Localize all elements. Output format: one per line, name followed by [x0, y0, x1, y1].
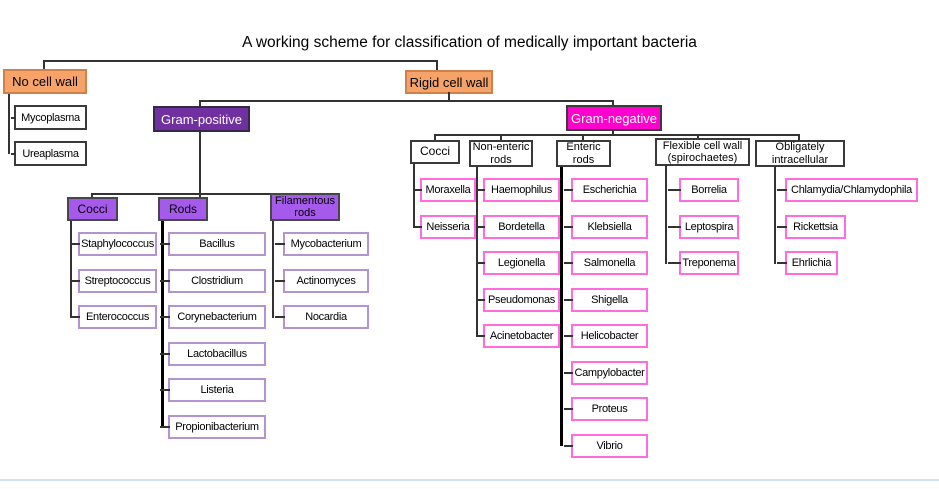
node-gn-cocci: Cocci [410, 140, 460, 164]
no-cell-wall-leaf-column: Mycoplasma Ureaplasma [11, 105, 87, 166]
node-moraxella: Moraxella [414, 178, 476, 202]
node-treponema: Treponema [668, 251, 739, 275]
node-haemophilus: Haemophilus [477, 178, 560, 202]
connector-gn-obligate-trunk [774, 167, 776, 264]
node-no-cell-wall: No cell wall [3, 69, 87, 94]
connector-top-left-drop [43, 60, 45, 70]
gp-filamentous-leaf-column: Mycobacterium Actinomyces Nocardia [275, 232, 369, 329]
node-gp-rods: Rods [158, 197, 208, 221]
node-gp-cocci: Cocci [67, 197, 118, 221]
node-neisseria: Neisseria [414, 214, 476, 239]
node-campylobacter: Campylobacter [564, 360, 648, 385]
gn-obligate-leaf-column: Chlamydia/Chlamydophila Rickettsia Ehrli… [777, 178, 918, 275]
node-gp-filamentous-rods: Filamentous rods [270, 193, 340, 221]
node-enterococcus: Enterococcus [71, 305, 157, 329]
connector-gn-tick-nonenteric [500, 134, 502, 141]
connector-gp-rods-trunk [161, 221, 164, 427]
node-borrelia: Borrelia [668, 178, 739, 202]
node-chlamydia: Chlamydia/Chlamydophila [777, 178, 918, 202]
node-streptococcus: Streptococcus [71, 268, 157, 293]
connector-gn-cocci-trunk [413, 164, 415, 228]
connector-gram-positive-tick [199, 100, 201, 107]
node-rickettsia: Rickettsia [777, 214, 846, 239]
connector-gn-tick-cocci [434, 134, 436, 141]
connector-gram-negative-tick [612, 100, 614, 106]
node-propionibacterium: Propionibacterium [160, 414, 266, 439]
node-gn-obligately-intracellular: Obligately intracellular [755, 140, 845, 167]
connector-top-right-drop [436, 60, 438, 71]
connector-no-cell-wall-trunk [8, 94, 10, 154]
node-klebsiella: Klebsiella [564, 214, 648, 239]
node-proteus: Proteus [564, 397, 648, 421]
node-gn-enteric-rods: Enteric rods [556, 140, 611, 167]
gn-enteric-leaf-column: Escherichia Klebsiella Salmonella Shigel… [564, 178, 648, 458]
connector-gn-nonenteric-trunk [476, 167, 478, 337]
node-helicobacter: Helicobacter [564, 324, 648, 348]
node-bacillus: Bacillus [160, 232, 266, 256]
node-vibrio: Vibrio [564, 433, 648, 458]
node-lactobacillus: Lactobacillus [160, 341, 266, 366]
node-nocardia: Nocardia [275, 305, 369, 329]
node-gram-positive: Gram-positive [153, 106, 250, 132]
connector-gn-trunk [612, 130, 614, 136]
connector-top-horizontal [43, 60, 438, 62]
node-pseudomonas: Pseudomonas [477, 287, 560, 312]
connector-gn-tick-obligate [798, 134, 800, 141]
node-staphylococcus: Staphylococcus [71, 232, 157, 256]
node-clostridium: Clostridium [160, 268, 266, 293]
node-salmonella: Salmonella [564, 251, 648, 275]
node-acinetobacter: Acinetobacter [477, 324, 560, 348]
connector-gp-fil-trunk [272, 221, 274, 318]
gn-nonenteric-leaf-column: Haemophilus Bordetella Legionella Pseudo… [477, 178, 560, 348]
connector-gp-cocci-trunk [70, 221, 72, 318]
node-ureaplasma: Ureaplasma [11, 141, 87, 166]
node-mycobacterium: Mycobacterium [275, 232, 369, 256]
gn-flexible-leaf-column: Borrelia Leptospira Treponema [668, 178, 739, 275]
gp-rods-leaf-column: Bacillus Clostridium Corynebacterium Lac… [160, 232, 266, 439]
node-bordetella: Bordetella [477, 214, 560, 239]
connector-gp-trunk [199, 132, 201, 197]
node-legionella: Legionella [477, 251, 560, 275]
node-gn-flexible-cell-wall: Flexible cell wall (spirochaetes) [655, 138, 750, 166]
connector-gn-tick-enteric [582, 134, 584, 141]
gn-cocci-leaf-column: Moraxella Neisseria [414, 178, 476, 239]
node-shigella: Shigella [564, 287, 648, 312]
connector-gp-distributor [91, 193, 307, 195]
bottom-rule [0, 479, 939, 481]
node-escherichia: Escherichia [564, 178, 648, 202]
diagram-title: A working scheme for classification of m… [242, 34, 697, 51]
connector-gn-tick-flexible [697, 134, 699, 139]
node-leptospira: Leptospira [668, 214, 739, 239]
connector-gram-horizontal [199, 100, 614, 102]
node-actinomyces: Actinomyces [275, 268, 369, 293]
node-corynebacterium: Corynebacterium [160, 305, 266, 329]
node-listeria: Listeria [160, 378, 266, 402]
connector-gn-flexible-trunk [665, 165, 667, 264]
node-gram-negative: Gram-negative [566, 105, 662, 131]
connector-gn-enteric-trunk [560, 167, 563, 446]
node-ehrlichia: Ehrlichia [777, 251, 838, 275]
node-rigid-cell-wall: Rigid cell wall [405, 70, 493, 94]
node-mycoplasma: Mycoplasma [11, 105, 87, 130]
connector-rigid-drop [448, 92, 450, 102]
connector-gn-distributor [434, 134, 800, 136]
gp-cocci-leaf-column: Staphylococcus Streptococcus Enterococcu… [71, 232, 157, 329]
connector-gp-cocci-tick [91, 193, 93, 198]
node-gn-non-enteric-rods: Non-enteric rods [469, 140, 533, 167]
